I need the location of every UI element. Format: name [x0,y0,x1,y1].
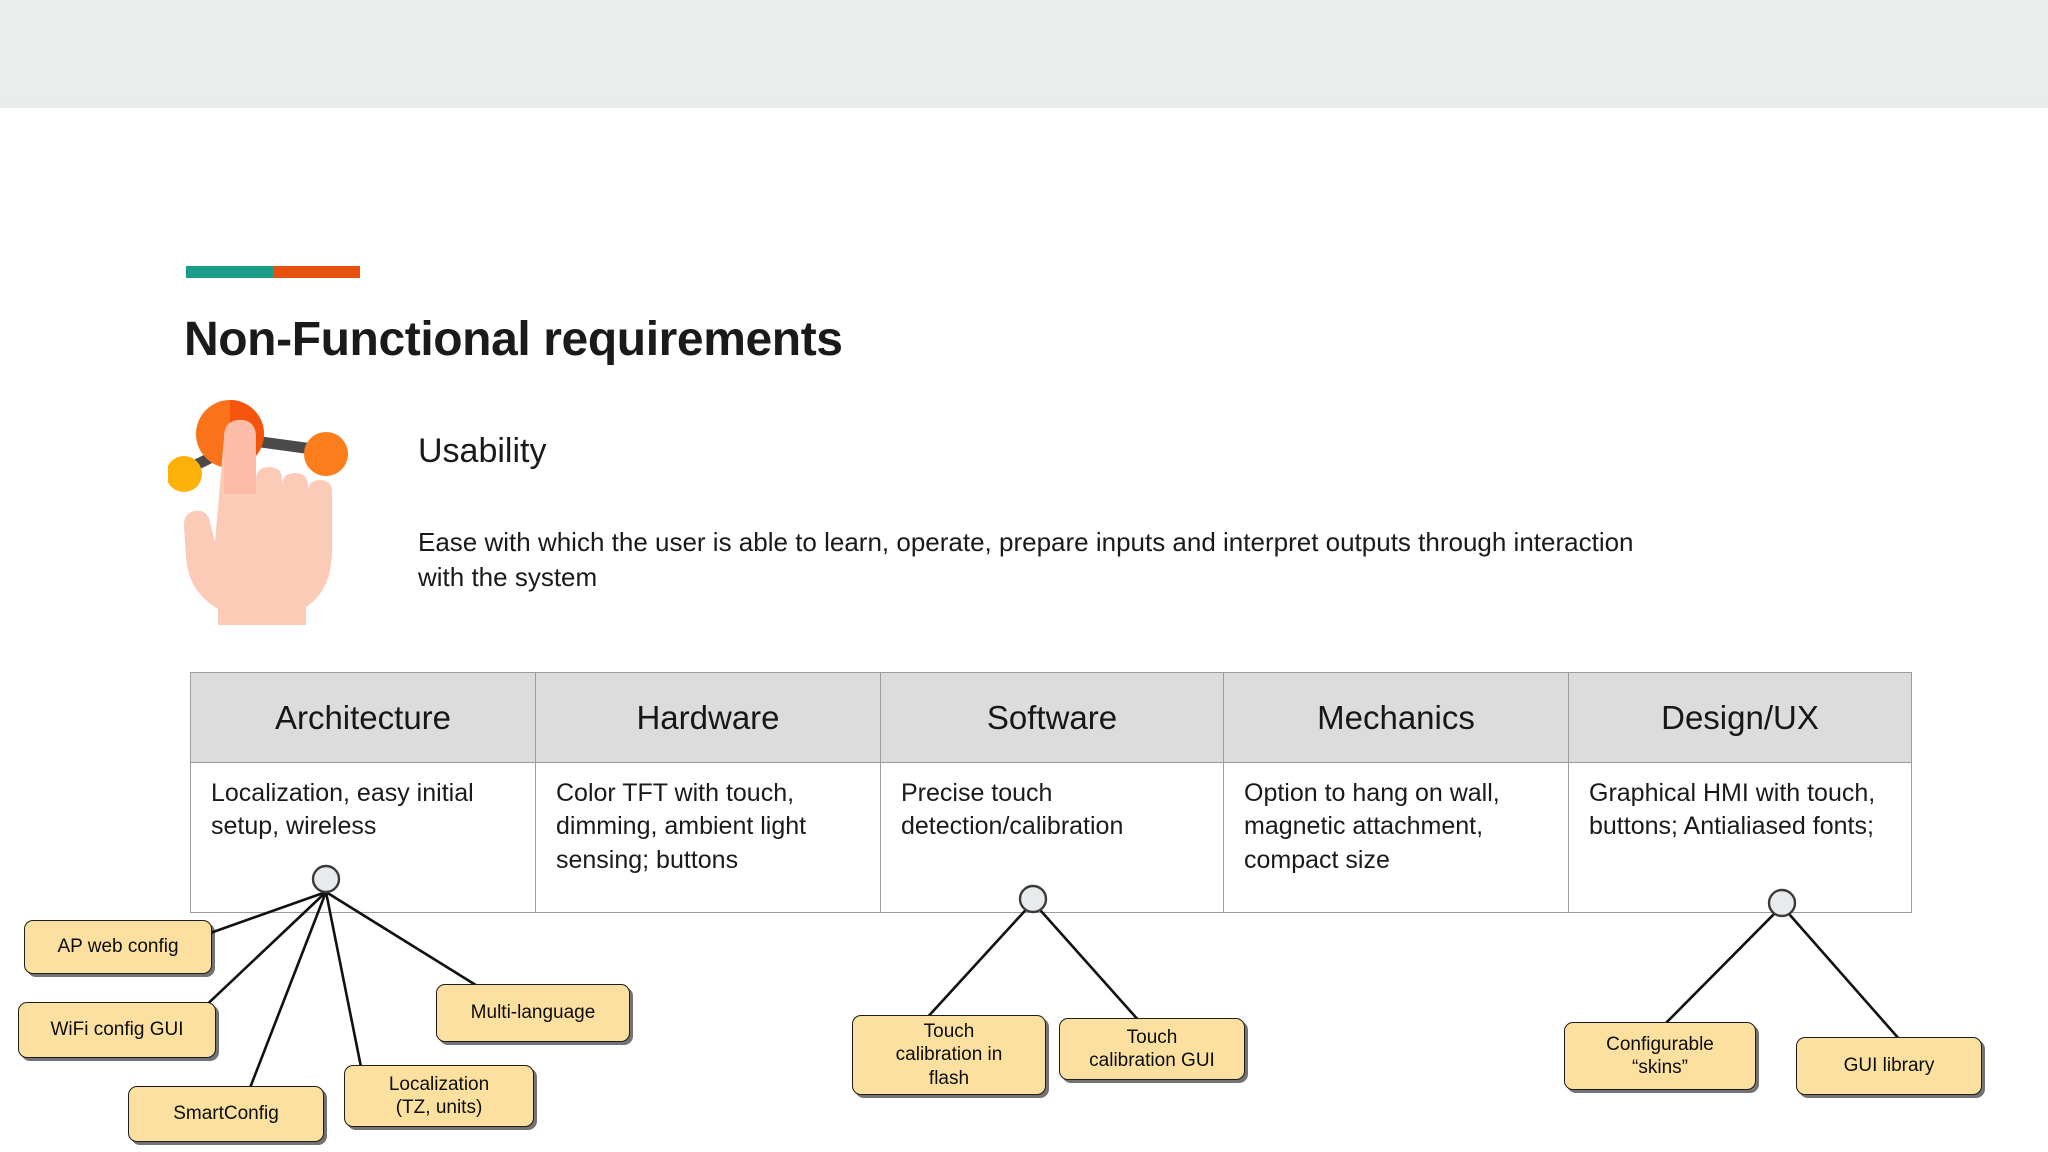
quality-attribute-heading: Usability [418,432,547,470]
leaf-label-line1: Touch [923,1021,975,1043]
page-title: Non-Functional requirements [184,313,843,366]
leaf-label-line2: (TZ, units) [395,1097,483,1118]
leaf-label: WiFi config GUI [50,1019,184,1041]
leaf-box-gui-library[interactable]: GUI library [1796,1037,1982,1095]
leaf-label-line2: calibration GUI [1089,1050,1215,1071]
top-band-edge [0,108,2048,111]
matrix-header-architecture: Architecture [190,672,536,763]
matrix-header-row: Architecture Hardware Software Mechanics… [190,672,1912,763]
hand-touch-network-icon [166,392,384,652]
leaf-label: GUI library [1843,1055,1935,1077]
matrix-row: Localization, easy initial setup, wirele… [190,762,1912,913]
accent-bar-orange [273,266,360,278]
leaf-label: SmartConfig [173,1103,279,1125]
leaf-box-configurable-skins[interactable]: Configurable “skins” [1564,1022,1756,1090]
matrix-header-design-ux: Design/UX [1568,672,1912,763]
leaf-box-smartconfig[interactable]: SmartConfig [128,1086,324,1142]
leaf-box-localization[interactable]: Localization (TZ, units) [344,1065,534,1127]
matrix-cell-hardware: Color TFT with touch, dimming, ambient l… [535,762,881,913]
accent-bar [186,266,360,278]
leaf-box-touch-calibration-in-flash[interactable]: Touch calibration in flash [852,1015,1046,1095]
leaf-label-line1: Localization [388,1073,490,1095]
quality-attribute-description: Ease with which the user is able to lear… [418,527,1634,592]
matrix-cell-software: Precise touch detection/calibration [880,762,1224,913]
requirements-matrix: Architecture Hardware Software Mechanics… [190,672,1912,913]
accent-bar-teal [186,266,273,278]
leaf-label-line2: “skins” [1632,1057,1688,1078]
leaf-box-multi-language[interactable]: Multi-language [436,984,630,1042]
top-decorative-band [0,0,2048,108]
leaf-label-line1: Touch [1126,1026,1178,1048]
matrix-header-mechanics: Mechanics [1223,672,1569,763]
matrix-cell-architecture: Localization, easy initial setup, wirele… [190,762,536,913]
leaf-label-line3: flash [928,1067,970,1089]
leaf-box-touch-calibration-gui[interactable]: Touch calibration GUI [1059,1018,1245,1080]
matrix-header-software: Software [880,672,1224,763]
matrix-cell-design-ux: Graphical HMI with touch, buttons; Antia… [1568,762,1912,913]
leaf-label-line2: calibration in [895,1044,1003,1066]
leaf-box-ap-web-config[interactable]: AP web config [24,920,212,974]
matrix-header-hardware: Hardware [535,672,881,763]
leaf-label: Multi-language [470,1002,596,1024]
matrix-cell-mechanics: Option to hang on wall, magnetic attachm… [1223,762,1569,913]
leaf-label: AP web config [57,936,179,958]
leaf-label-line1: Configurable [1606,1033,1714,1055]
leaf-box-wifi-config-gui[interactable]: WiFi config GUI [18,1002,216,1058]
